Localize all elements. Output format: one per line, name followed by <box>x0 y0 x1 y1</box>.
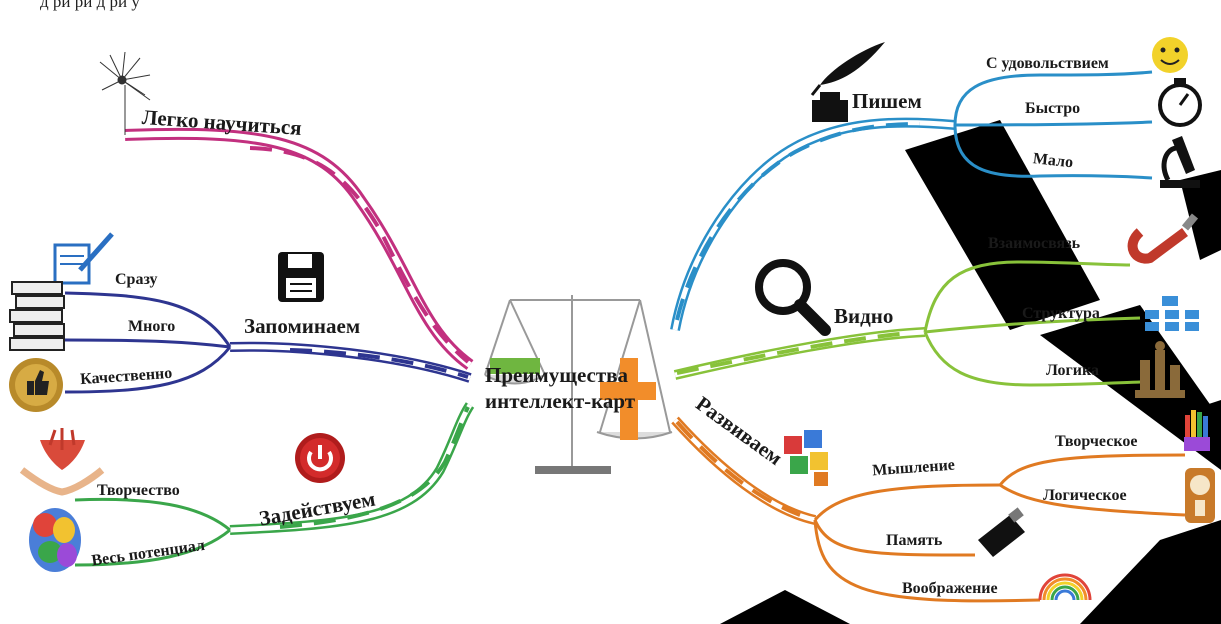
watermark <box>720 120 1221 624</box>
label-write: Пишем <box>852 89 922 113</box>
sub-label-fast: Быстро <box>1025 100 1080 117</box>
sub-line-little <box>953 124 1153 180</box>
clipped-caption: д ри ри д ри у <box>40 0 140 11</box>
clock-icon <box>1185 468 1215 523</box>
branch-remember <box>64 291 472 394</box>
sub-label-thinking: Мышление <box>872 457 956 480</box>
org-chart-icon <box>1145 296 1199 331</box>
power-button-icon <box>295 433 345 483</box>
sub-label-logic: Логика <box>1046 362 1099 379</box>
sub-label-quality: Качественно <box>80 365 173 388</box>
sub-line-structure <box>924 316 1141 334</box>
sub-line-logical <box>999 483 1186 517</box>
sub-label-logical: Логическое <box>1043 487 1127 504</box>
rainbow-icon <box>1038 573 1092 601</box>
sub-label-little: Мало <box>1032 150 1074 171</box>
sub-label-potential: Весь потенциал <box>90 537 206 570</box>
floppy-disk-icon <box>278 252 324 302</box>
sub-label-right-away: Сразу <box>115 271 158 288</box>
stopwatch-icon <box>1158 78 1202 127</box>
branch-see <box>673 260 1141 387</box>
scales-icon <box>484 295 673 474</box>
notepad-pencil-icon <box>53 232 114 285</box>
quill-inkwell-icon <box>810 42 885 122</box>
sub-label-creativity: Творчество <box>97 482 180 499</box>
sub-line-thinking <box>813 483 1001 521</box>
magnifying-glass-icon <box>755 259 831 336</box>
sub-label-with-pleasure: С удовольствием <box>986 55 1109 72</box>
sub-label-creative: Творческое <box>1055 433 1137 450</box>
sub-line-with-pleasure <box>953 70 1153 126</box>
sub-line-fast <box>954 120 1153 127</box>
sub-line-many <box>64 338 231 349</box>
branch-write <box>670 70 1153 331</box>
sub-label-structure: Структура <box>1022 305 1100 322</box>
sub-line-right-away <box>64 291 232 348</box>
colorful-hand-icon <box>1184 410 1210 451</box>
branch-engage <box>74 402 475 567</box>
label-remember: Запоминаем <box>244 314 360 338</box>
dandelion-icon <box>99 51 151 135</box>
microscope-icon <box>1160 136 1200 188</box>
center-title-line2: интеллект-карт <box>485 389 636 413</box>
sub-line-interconnection <box>923 260 1131 333</box>
sub-label-imagination: Воображение <box>902 580 998 597</box>
puzzle-pieces-icon <box>784 430 828 486</box>
label-see: Видно <box>834 304 893 328</box>
sub-line-creative <box>998 453 1186 486</box>
sub-line-logic <box>923 331 1141 387</box>
sub-label-many: Много <box>128 318 175 335</box>
smiley-face-icon <box>1152 37 1188 73</box>
magnet-icon <box>1127 213 1199 264</box>
hands-heart-icon <box>19 428 105 496</box>
center-title-line1: Преимущества <box>485 363 629 387</box>
sub-line-quality <box>64 346 232 394</box>
branch-develop <box>671 416 1186 603</box>
sub-line-imagination <box>813 519 1041 603</box>
chess-pieces-icon <box>1135 341 1185 398</box>
books-stack-icon <box>9 281 65 351</box>
usb-flash-drive-icon <box>978 507 1025 557</box>
thumbs-up-coin-icon <box>9 358 63 412</box>
plus-sign-icon <box>600 358 656 440</box>
sub-label-interconnection: Взаимосвязь <box>988 235 1081 252</box>
colorful-brain-icon <box>29 508 81 572</box>
green-block <box>490 358 540 374</box>
sub-line-memory <box>813 519 976 557</box>
sub-label-memory: Память <box>886 532 943 549</box>
sub-line-potential <box>74 528 231 567</box>
branch-easy <box>124 127 474 370</box>
sub-line-creativity <box>74 497 231 532</box>
